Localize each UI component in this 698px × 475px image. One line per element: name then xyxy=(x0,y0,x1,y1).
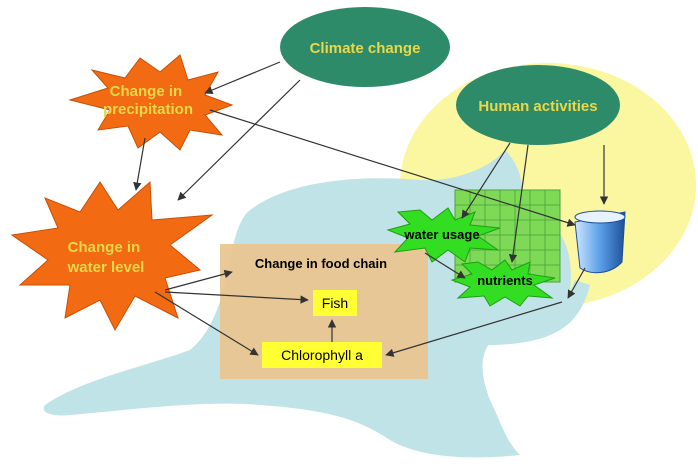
water-level-line-2: water level xyxy=(67,259,145,276)
precipitation-line-1: Change in xyxy=(110,83,183,100)
water-level-line-1: Change in xyxy=(68,239,141,256)
water-usage-label: water usage xyxy=(403,227,479,242)
precipitation-line-2: precipitation xyxy=(103,101,193,118)
chlorophyll-label: Chlorophyll a xyxy=(281,347,363,363)
climate-change-label: Climate change xyxy=(310,40,421,57)
nutrients-label: nutrients xyxy=(477,273,533,288)
human-activities-label: Human activities xyxy=(478,98,597,115)
arrow-climate-to-precipitation xyxy=(205,62,280,93)
change-in-precipitation-label: Change in precipitation xyxy=(103,83,193,118)
water-bucket-icon xyxy=(575,211,625,273)
food-chain-title: Change in food chain xyxy=(255,256,387,271)
fish-label: Fish xyxy=(322,295,348,311)
change-in-water-level-node xyxy=(12,182,212,330)
